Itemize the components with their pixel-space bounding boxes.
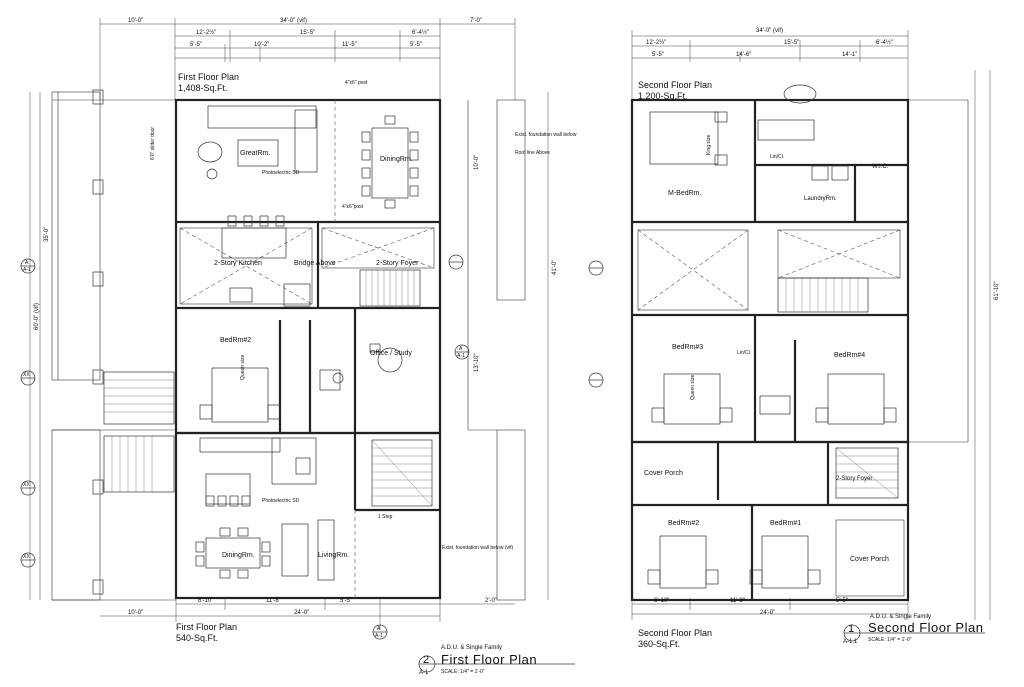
room-master: M-BedRm. (668, 190, 702, 197)
sheet-ref-a1: A-1 (419, 670, 429, 676)
dim-r2: 13'-10" (474, 353, 480, 372)
first-floor-area-bottom: 540-Sq.Ft. (176, 633, 219, 643)
room-cover-porch-2: Cover Porch (850, 556, 889, 563)
room-linen-2: Lin/Cl. (737, 350, 752, 356)
first-floor-area-top: 1,408-Sq.Ft. (178, 83, 228, 93)
sheet-number-2: 2 (423, 654, 430, 666)
marker-xx-2: XX (23, 482, 30, 488)
dim-r1: 10'-0" (474, 154, 480, 170)
second-floor-title-bottom: Second Floor Plan (638, 628, 713, 638)
dim-b3: 5'-5" (340, 598, 352, 604)
sf-dim-d5: 14'-6" (736, 52, 752, 58)
sheet-title-second: Second Floor Plan (868, 620, 984, 635)
second-floor-title-top: Second Floor Plan (638, 80, 713, 90)
marker-a1-3: A-1 (375, 633, 383, 639)
dim-b-left: 10'-0" (128, 610, 144, 616)
note-post2: 4"x6"post (342, 204, 364, 210)
dim-b2: 11'-8" (266, 598, 281, 604)
room-bed3: BedRm#3 (672, 344, 704, 351)
bed-queen-3: Queen size (690, 374, 696, 400)
dim-top-right: 7'-0" (470, 18, 482, 24)
first-floor-plan (20, 18, 549, 640)
room-sf-bed1: BedRm#1 (770, 520, 802, 527)
sheet-number-1: 1 (848, 623, 855, 635)
bed-king: King size (706, 134, 712, 155)
second-floor-plan (588, 30, 991, 620)
note-step: 1 Step (378, 514, 393, 520)
sf-dim-b2: 11'-8" (730, 598, 745, 604)
room-dining-bottom: DiningRm. (222, 552, 255, 559)
room-bedroom2: BedRm#2 (220, 337, 252, 344)
dim-left-a: 35'-0" (44, 226, 50, 242)
marker-a1-2: A-1 (457, 353, 465, 359)
room-laundry: LaundryRm. (804, 196, 837, 202)
sf-dim-b3: 5'-5" (836, 598, 848, 604)
sf-dim-d4: 5'-5" (652, 52, 664, 58)
note-post: 4"x6" post (345, 80, 368, 86)
note-exist-found: Exist. foundation wall below (515, 132, 577, 138)
sf-dim-d6: 14'-1" (842, 52, 858, 58)
sheet-title-first: First Floor Plan (441, 652, 538, 667)
room-wic: W.I.C. (872, 164, 889, 170)
dim-b-total: 24'-0" (294, 610, 310, 616)
room-bridge: Bridge Above (294, 260, 336, 267)
dim-d7: 5'-5" (410, 42, 422, 48)
room-kitchen: 2-Story Kitchen (214, 260, 262, 267)
sf-dim-d1: 12'-2½" (646, 40, 667, 46)
dim-b1: 6'-10" (198, 598, 214, 604)
project-label-second: A.D.U. & Single Family (870, 614, 932, 620)
marker-a1-1: A-1 (23, 267, 31, 273)
note-exist-found2: Exist. foundation wall below (vif) (442, 545, 514, 551)
room-sf-foyer: 2-Story Foyer (836, 476, 873, 482)
first-floor-title-top: First Floor Plan (178, 72, 240, 82)
second-floor-area-top: 1,200-Sq.Ft. (638, 91, 688, 101)
note-photo2: Photoelectric SD (262, 498, 300, 504)
room-cover-porch-1: Cover Porch (644, 470, 683, 477)
sheet-scale-first: SCALE: 1/4" = 1'-0" (441, 669, 485, 675)
room-dining-top: DiningRm. (380, 156, 413, 163)
sf-dim-d3: 6'-4½" (876, 40, 893, 46)
dim-top-total: 34'-0" (vif) (280, 18, 307, 24)
sf-dim-d2: 15'-5" (784, 40, 800, 46)
sf-dim-b-total: 24'-0" (760, 610, 776, 616)
room-living: LivingRm. (318, 552, 350, 559)
dim-d2: 15'-5" (300, 30, 316, 36)
bed-queen: Queen size (240, 354, 246, 380)
dim-d1: 12'-2½" (196, 30, 217, 36)
dim-left-total: 60'-0" (vif) (34, 303, 40, 330)
dim-right-total: 41'-0" (552, 259, 558, 275)
marker-xx-3: XX (23, 554, 30, 560)
marker-xx-1: XX (23, 372, 30, 378)
marker-a-3: A (377, 626, 381, 632)
dim-d4: 5'-5" (190, 42, 202, 48)
sf-dim-top-total: 34'-0" (vif) (756, 28, 783, 34)
marker-a-1: A (25, 260, 29, 266)
room-linen-1: Lin/Cl. (770, 154, 785, 160)
second-floor-area-bottom: 360-Sq.Ft. (638, 639, 681, 649)
room-foyer: 2-Story Foyer (376, 260, 419, 267)
room-bed4: BedRm#4 (834, 352, 866, 359)
room-sf-bed2: BedRm#2 (668, 520, 700, 527)
sf-dim-b1: 6'-10" (654, 598, 670, 604)
note-slider: 6'0" slider door (150, 126, 156, 160)
dim-d3: 6'-4½" (412, 30, 429, 36)
dim-d5: 10'-2" (254, 42, 270, 48)
room-office: Office / Study (370, 350, 412, 357)
note-roof: Roof line Above (515, 150, 551, 156)
dim-top-left: 10'-0" (128, 18, 144, 24)
first-floor-title-bottom: First Floor Plan (176, 622, 238, 632)
marker-a-2: A (459, 346, 463, 352)
sheet-ref-a11: A-1.1 (843, 639, 858, 645)
dim-b-right: 2'-0" (485, 598, 497, 604)
note-photo1: Photoelectric SD (262, 170, 300, 176)
sf-dim-right-total: 61'-10" (994, 281, 1000, 300)
dim-d6: 11'-5" (342, 42, 357, 48)
room-great: GreatRm. (240, 150, 271, 157)
project-label-first: A.D.U. & Single Family (441, 645, 503, 651)
sheet-scale-second: SCALE: 1/4" = 1'-0" (868, 637, 912, 643)
